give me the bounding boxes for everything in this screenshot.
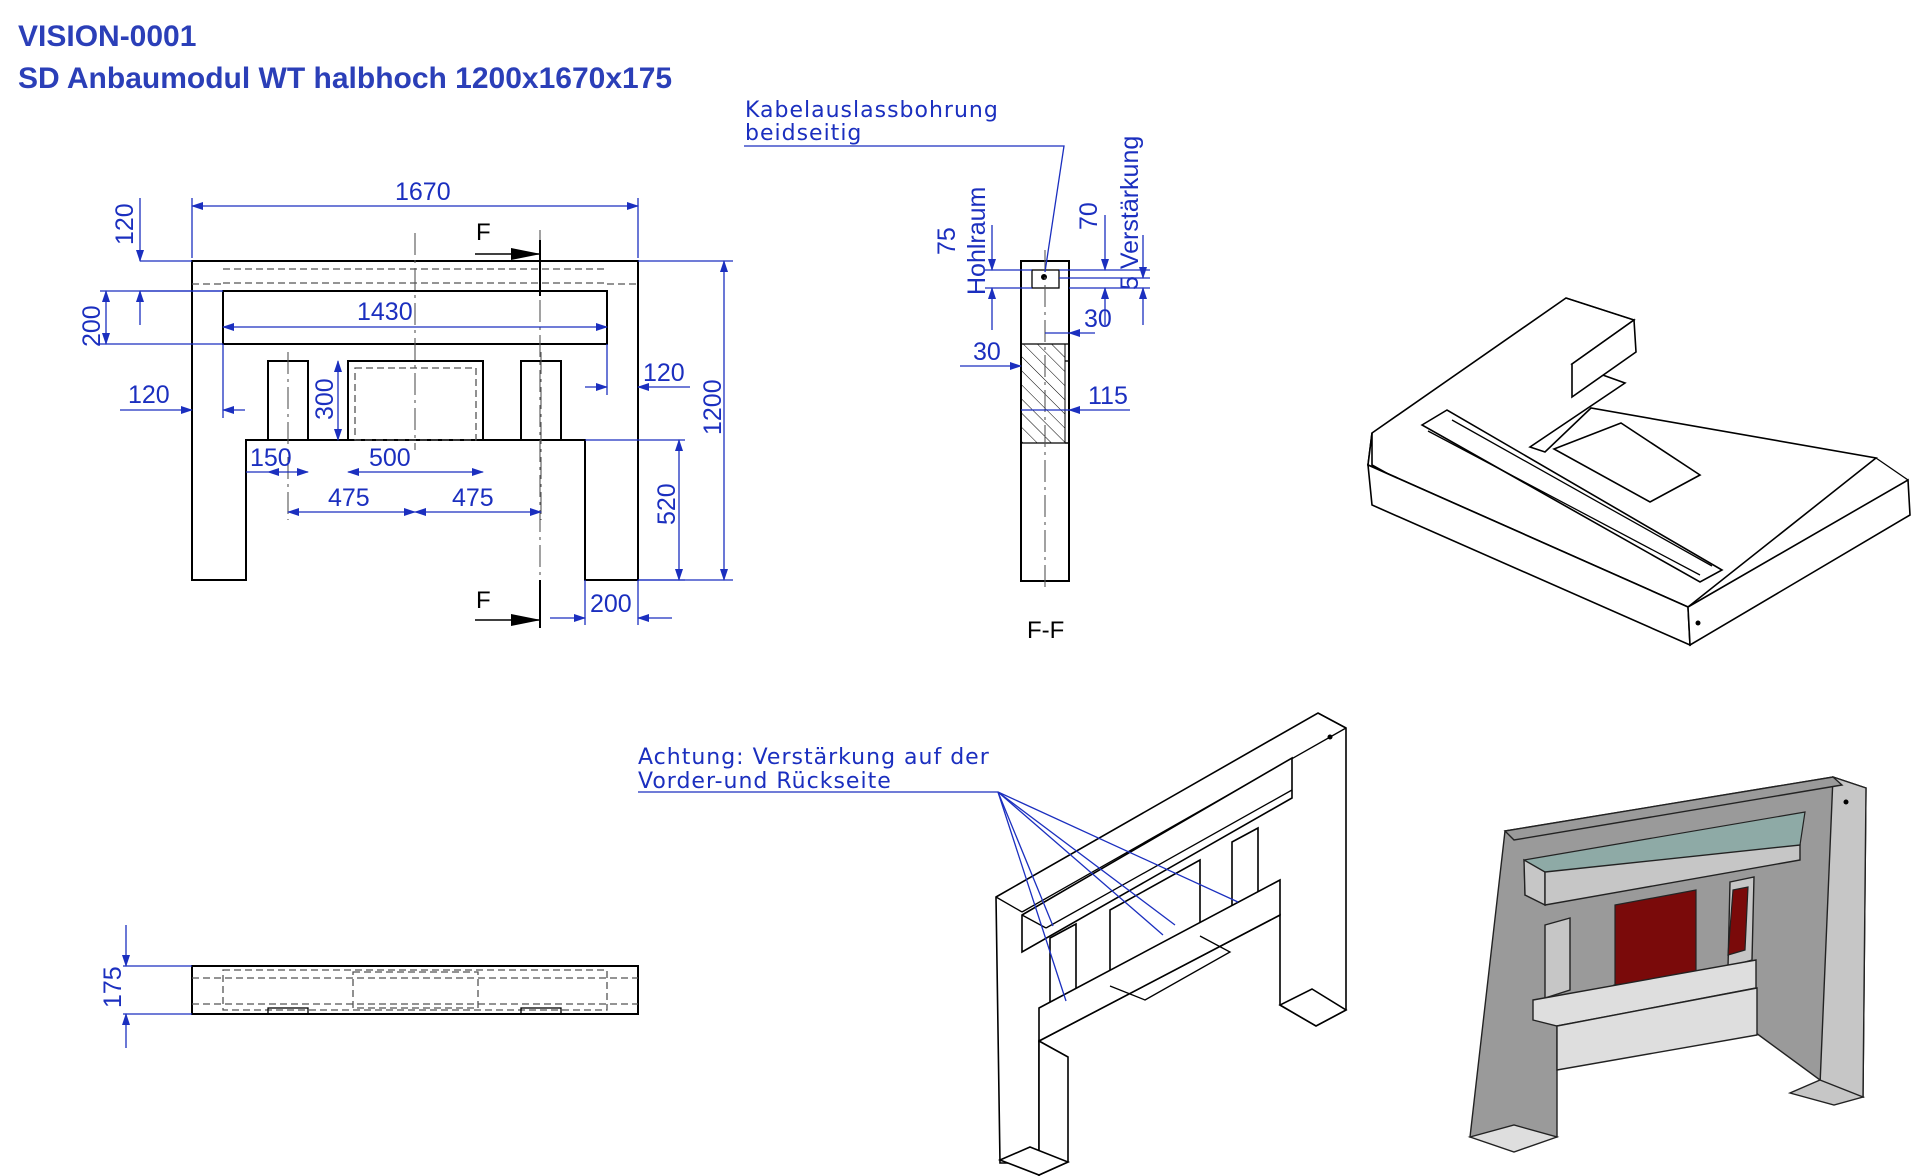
dim-left-offset: 120 — [128, 381, 170, 409]
reinforcement-note-line1: Achtung: Verstärkung auf der — [638, 745, 990, 770]
dim-right-offset: 120 — [643, 359, 685, 387]
dim-left-half: 475 — [328, 484, 370, 512]
dim-offset-mid: 30 — [973, 338, 1001, 366]
dim-center-panel: 500 — [369, 444, 411, 472]
dim-overall-width: 1670 — [395, 178, 451, 206]
dim-slot-width: 1430 — [357, 298, 413, 326]
dim-overall-height: 1200 — [699, 379, 727, 435]
dim-hohlraum-label: Hohlraum — [963, 187, 991, 295]
section-view: F-F Kabelauslassbohrung beidseitig 75 Ho… — [744, 98, 1150, 644]
section-mark-top: F — [476, 219, 491, 246]
cable-note-line1: Kabelauslassbohrung — [745, 98, 999, 123]
isometric-view-lying — [1367, 297, 1911, 647]
dim-leg-height: 520 — [653, 483, 681, 525]
cable-note-line2: beidseitig — [745, 121, 862, 146]
dim-hohlraum-value: 75 — [933, 227, 961, 255]
drawing-title: SD Anbaumodul WT halbhoch 1200x1670x175 — [18, 62, 673, 95]
dim-depth: 115 — [1088, 382, 1128, 410]
dim-offset-top: 30 — [1084, 305, 1112, 333]
isometric-view-shaded — [1467, 776, 1867, 1153]
dim-leg-width: 200 — [590, 590, 632, 618]
dim-verstaerkung-value: 70 — [1075, 202, 1103, 230]
dim-top-band: 120 — [111, 203, 139, 245]
reinforcement-note-line2: Vorder-und Rückseite — [638, 769, 892, 794]
section-mark-bottom: F — [476, 587, 491, 614]
dim-thickness: 175 — [99, 966, 127, 1008]
dim-post-height: 300 — [311, 378, 339, 420]
side-view: 175 — [99, 925, 639, 1048]
drawing-id: VISION-0001 — [18, 20, 197, 53]
dim-right-half: 475 — [452, 484, 494, 512]
section-label: F-F — [1027, 617, 1064, 644]
dim-slot-height: 200 — [78, 305, 106, 347]
isometric-view-standing: Achtung: Verstärkung auf der Vorder-und … — [638, 712, 1348, 1176]
dim-verstaerkung-label: 5 Verstärkung — [1116, 136, 1144, 290]
front-view: F F 1670 1430 120 200 120 120 300 — [78, 178, 733, 628]
dim-post-width: 150 — [250, 444, 292, 472]
